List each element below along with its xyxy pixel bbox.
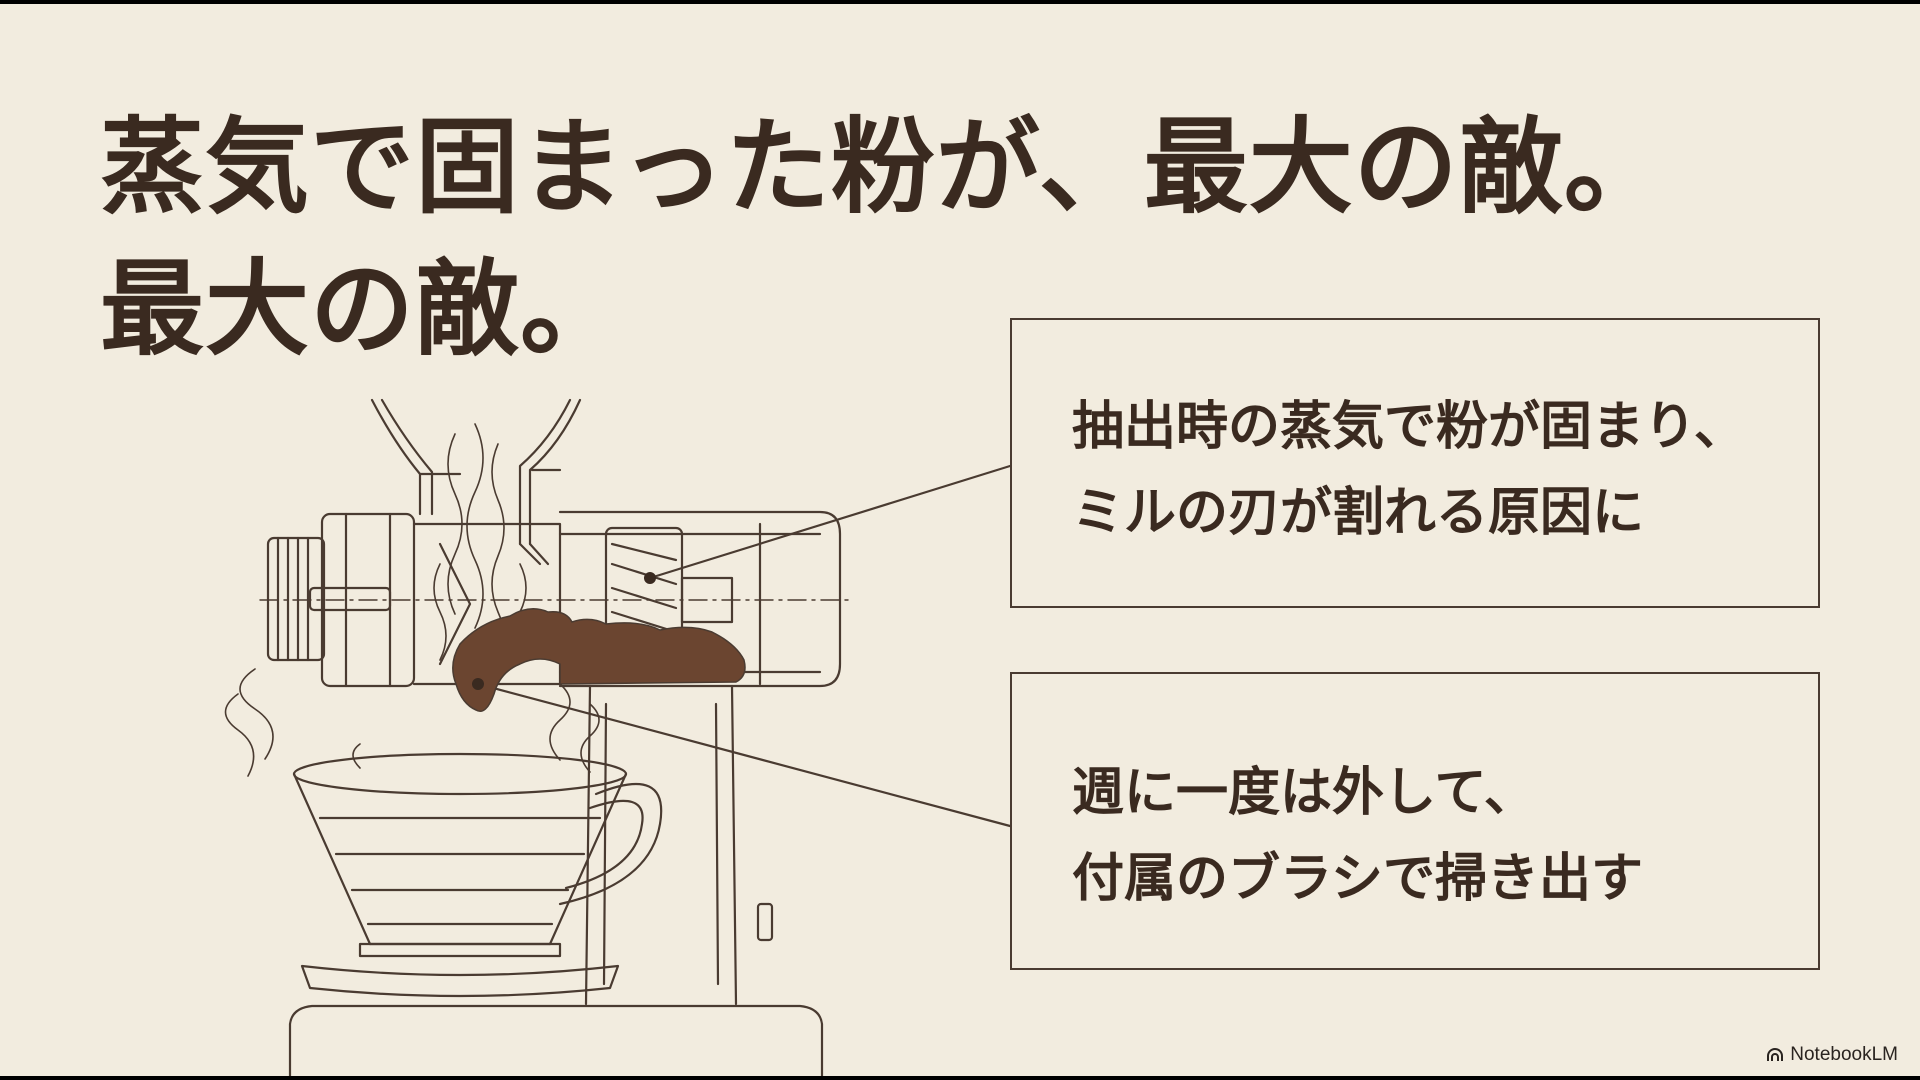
grinder-stand [584, 684, 774, 1006]
callout-1-line-2: ミルの刃が割れる原因に [1072, 483, 1645, 543]
grinder-illustration [224, 398, 1012, 1076]
title-line-1: 蒸気で固まった粉が、最大の敵。 [100, 106, 1669, 228]
coffee-grounds [452, 608, 746, 712]
callout-box-cleaning: 週に一度は外して、 付属のブラシで掃き出す [1010, 672, 1820, 970]
callout-1-line-1: 抽出時の蒸気で粉が固まり、 [1072, 397, 1746, 457]
dripper [292, 752, 663, 998]
callout-text-steam: 抽出時の蒸気で粉が固まり、 ミルの刃が割れる原因に [1072, 384, 1788, 556]
title-line-2: 最大の敵。 [100, 248, 626, 370]
slide-title: 蒸気で固まった粉が、最大の敵。 最大の敵。 [100, 96, 1750, 380]
hopper [370, 398, 582, 566]
grinder-base [288, 1004, 824, 1076]
leader-line-1 [648, 464, 1012, 580]
callout-box-steam: 抽出時の蒸気で粉が固まり、 ミルの刃が割れる原因に [1010, 318, 1820, 608]
callout-2-line-2: 付属のブラシで掃き出す [1072, 849, 1643, 909]
callout-2-line-1: 週に一度は外して、 [1072, 763, 1536, 823]
adjustment-knob [266, 536, 392, 662]
brand-watermark: NotebookLM [1766, 1044, 1898, 1066]
slide: 蒸気で固まった粉が、最大の敵。 最大の敵。 [0, 4, 1920, 1076]
notebooklm-logo-icon [1767, 1048, 1784, 1061]
brand-label: NotebookLM [1790, 1044, 1898, 1065]
leader-line-2 [476, 682, 1012, 828]
callout-text-cleaning: 週に一度は外して、 付属のブラシで掃き出す [1072, 750, 1788, 922]
steam-wisps [224, 423, 600, 777]
callout-dot-1 [644, 572, 656, 584]
callout-dot-2 [472, 678, 484, 690]
